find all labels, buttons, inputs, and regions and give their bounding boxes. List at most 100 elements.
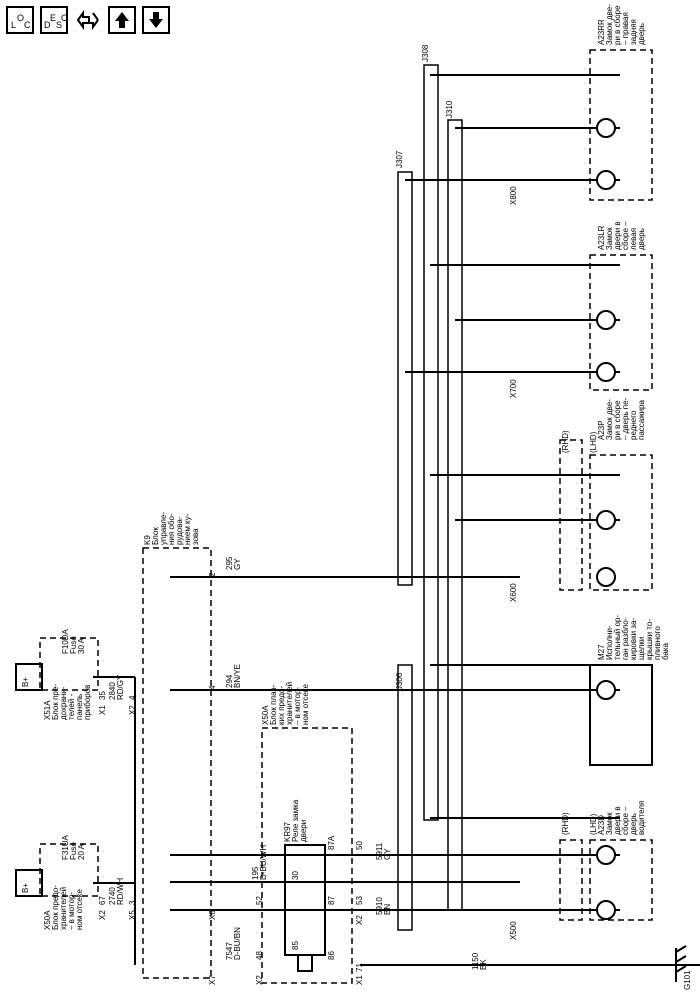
wire-1150-col: BK [479, 959, 488, 970]
conn-x7: X7 [208, 975, 217, 985]
desc-icon[interactable]: D E S C [40, 6, 68, 34]
fuse-f31ua-amps: 20 A [77, 843, 86, 860]
title-a23d: A23DЗамокдвери всборе –дверьводителя [597, 801, 646, 835]
splice-j310 [447, 119, 463, 911]
title-a23rr: A23RRЗамок две-ри в сборе– праваязадняяд… [597, 4, 646, 45]
splice-j308-label: J308 [421, 44, 430, 62]
ground-symbol [675, 945, 687, 982]
desc-letter-e: E [50, 13, 57, 23]
wire-5910-col: BN [383, 904, 392, 915]
x51a-box [39, 637, 99, 691]
x5-conn: X5 [128, 910, 137, 920]
wire-294-col: BN/YE [233, 664, 242, 688]
wire-2840-col: RD/GY [116, 674, 125, 700]
conn-x1: X1 [355, 975, 364, 985]
relay-pin86: 86 [327, 951, 336, 960]
splice-j310-label: J310 [445, 100, 454, 118]
motor-a23rr-2 [596, 118, 616, 138]
k9-pin2: 2 [208, 572, 217, 577]
fuse-f10da-amps: 30 A [77, 637, 86, 654]
motor-a23lr-2 [596, 310, 616, 330]
title-x51a: X51AБлок пре-дохрани-телей -панельприбор… [43, 684, 92, 720]
splice-j307 [397, 171, 413, 586]
ground-label: G101 [683, 970, 692, 990]
a23d-box [589, 839, 653, 921]
fuse-f10da: F10DA [61, 628, 70, 654]
conn-x800: X800 [509, 186, 518, 205]
conn-x500: X500 [509, 921, 518, 940]
splice-j306 [397, 664, 413, 931]
x51a-pin: 35 [98, 691, 107, 700]
desc-letter-s: S [56, 20, 63, 30]
title-x50a-top: X50AБлок предо-хранителей– в мотор-ном о… [43, 885, 84, 930]
bplus-label-1: B+ [21, 883, 30, 893]
loc-letter-o: O [17, 13, 25, 23]
wire-295-col: GY [233, 558, 242, 570]
bplus-label-2: B+ [21, 677, 30, 687]
motor-a23d-2 [596, 845, 616, 865]
connector-icon[interactable] [74, 6, 102, 34]
motor-a23p-1 [596, 567, 616, 587]
a23lr-box [589, 254, 653, 391]
conn-x600: X600 [509, 583, 518, 602]
wire-5911: 5911 [375, 842, 384, 860]
wire-2840: 2840 [108, 682, 117, 700]
conn-x2b: X2 [355, 915, 364, 925]
wire-195-col: D-BU/WH [259, 845, 268, 880]
conn-x700: X700 [509, 379, 518, 398]
rhd-a23p: (RHD) [561, 430, 570, 453]
x2-conn: X2 [128, 705, 137, 715]
relay-pin85: 85 [291, 941, 300, 950]
title-kr97: KR97Реле замкадвери [283, 799, 308, 842]
title-a23lr: A23LRЗамокдвери всборе –леваядверь [597, 221, 646, 250]
desc-letter-c: C [61, 13, 68, 23]
title-x50a-bot: X50AБлок плав-ких предо-хранителей– в мо… [261, 682, 310, 725]
splice-j308 [423, 64, 439, 821]
loc-icon[interactable]: L O C [6, 6, 34, 34]
arrow-down-icon[interactable] [142, 6, 170, 34]
bplus-box-1 [15, 869, 43, 897]
k9-box [142, 547, 212, 979]
x50a-top-conn: X2 [98, 910, 107, 920]
conn-pin71: 71 [355, 963, 364, 972]
conn-x2a: X2 [255, 975, 264, 985]
motor-a23lr-1 [596, 362, 616, 382]
motor-a23p-2 [596, 510, 616, 530]
lhd-a23d: (LHD) [589, 813, 598, 835]
m27-box [589, 664, 653, 766]
motor-m27 [596, 680, 616, 700]
x5-pin: 3 [128, 900, 137, 905]
motor-a23rr-1 [596, 170, 616, 190]
a23d-pinbox [559, 839, 583, 921]
wire-195: 195 [251, 866, 260, 880]
conn-pin53: 53 [355, 896, 364, 905]
conn-pin48: 48 [255, 951, 264, 960]
conn-pin52: 52 [255, 896, 264, 905]
wire-1150: 1150 [471, 952, 480, 970]
a23p-pinbox [559, 439, 583, 591]
wire-5910: 5910 [375, 897, 384, 915]
a23p-box [589, 454, 653, 591]
wire-295: 295 [225, 556, 234, 570]
relay-pin87a: 87A [327, 835, 336, 850]
arrow-up-icon[interactable] [108, 6, 136, 34]
x51a-conn: X1 [98, 705, 107, 715]
wire-294: 294 [225, 674, 234, 688]
x50a-bot-box [261, 727, 353, 984]
x2-pin: 4 [128, 695, 137, 700]
wire-5911-col: GY [383, 848, 392, 860]
title-m27: M27Исполни-тельный ор-ган разбло-кировки… [597, 615, 670, 660]
relay-kr97 [284, 844, 326, 956]
relay-pin30: 30 [291, 871, 300, 880]
desc-letter-d: D [44, 20, 51, 30]
wire-7547: 7547 [225, 942, 234, 960]
title-a23p: A23PЗамок две-ри в сборе– дверь пе-редне… [597, 397, 646, 440]
splice-j306-label: J306 [395, 672, 404, 690]
splice-j307-label: J307 [395, 150, 404, 168]
toolbar: L O C D E S C [6, 6, 170, 40]
wire-2740-col: RD/WH [116, 878, 125, 905]
relay-pin87: 87 [327, 896, 336, 905]
rhd-a23d: (RHD) [561, 812, 570, 835]
title-k9: K9Блокуправле-ния обо-рудова-нием ку-зов… [143, 512, 200, 545]
